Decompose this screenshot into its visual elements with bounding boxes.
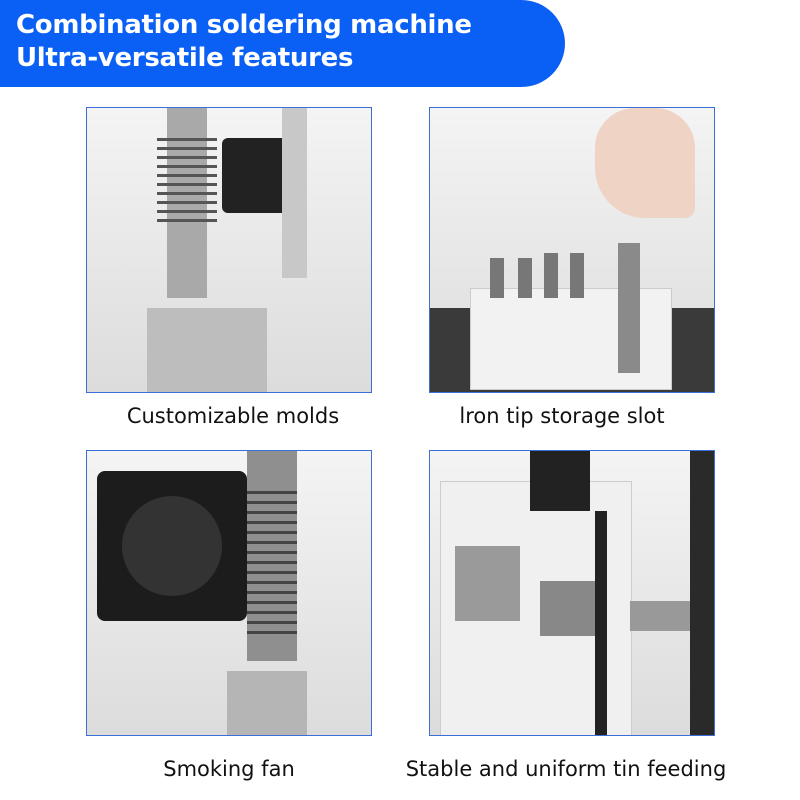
caption-customizable-molds: Customizable molds xyxy=(126,404,340,428)
banner-title-line1: Combination soldering machine xyxy=(16,10,472,40)
photo-tin-feeding xyxy=(429,450,715,736)
header-banner: Combination soldering machine Ultra-vers… xyxy=(0,0,565,87)
caption-iron-tip-storage: lron tip storage slot xyxy=(459,404,665,428)
photo-iron-tip-storage xyxy=(429,107,715,393)
banner-title-line2: Ultra-versatile features xyxy=(16,43,354,73)
photo-smoking-fan xyxy=(86,450,372,736)
caption-smoking-fan: Smoking fan xyxy=(163,757,295,781)
photo-customizable-molds xyxy=(86,107,372,393)
caption-tin-feeding: Stable and uniform tin feeding xyxy=(405,757,727,781)
